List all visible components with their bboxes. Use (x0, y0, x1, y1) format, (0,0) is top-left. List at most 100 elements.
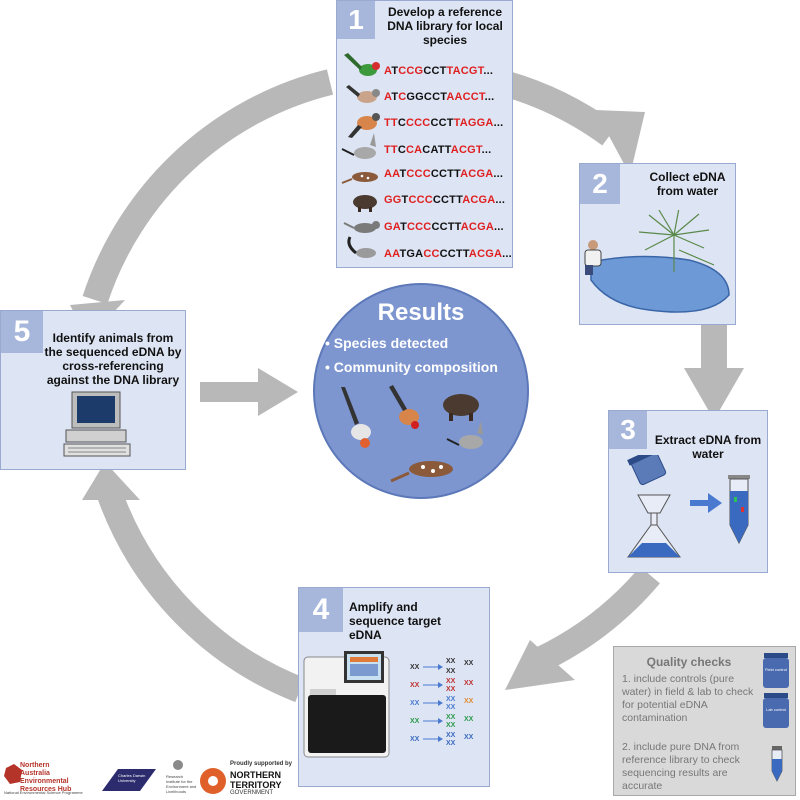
person-sampling-icon (584, 240, 602, 275)
sequence-row: ATCCGCCTTACGT... (384, 65, 493, 77)
lab-control-label: Lab control (766, 707, 786, 712)
bilby-icon (446, 421, 483, 449)
sequence-fragment: C (398, 65, 407, 77)
step-5-title: Identify animals from the sequenced eDNA… (44, 331, 182, 387)
sequence-fragment: TA (446, 65, 461, 77)
quoll-icon (341, 172, 378, 184)
arrow-5-to-results-head (258, 368, 298, 416)
lab-control-jar-icon: Lab control (763, 693, 789, 728)
sequence-fragment: GA (478, 194, 496, 206)
sequence-fragment: T (399, 168, 407, 180)
panel-step-1: 1 Develop a reference DNA library for lo… (336, 0, 513, 268)
svg-text:XX: XX (446, 704, 456, 711)
parrot-icon (344, 53, 380, 76)
sequence-fragment: GG (406, 91, 424, 103)
arc-5-to-1 (82, 69, 334, 305)
svg-text:XX: XX (410, 682, 420, 689)
sequence-fragment: ... (495, 194, 506, 206)
nt-supported-text: Proudly supported by (230, 761, 293, 767)
sequence-fragment: GG (384, 194, 402, 206)
sequence-fragment: GA (485, 248, 503, 260)
arrow-right-icon (690, 493, 722, 513)
sequence-fragment: TAGGA (453, 117, 494, 129)
sequence-row: AATGACCCCTTACGA... (384, 248, 512, 260)
cat-icon (343, 221, 380, 233)
step-1-title: Develop a reference DNA library for loca… (387, 5, 503, 47)
nesp-logo-text: Northern Australia Environmental Resourc… (20, 762, 72, 793)
field-control-jar-icon: Field control (763, 653, 789, 688)
sequence-fragment: C (397, 144, 406, 156)
field-control-label: Field control (765, 667, 787, 672)
svg-text:XX: XX (446, 722, 456, 729)
quality-check-item: 1. include controls (pure water) in fiel… (622, 673, 754, 724)
step-4-title: Amplify and sequence target eDNA (349, 600, 442, 642)
sequence-fragment: CCC (408, 194, 433, 206)
sequence-fragment: AACCT (446, 91, 485, 103)
svg-text:XX: XX (464, 680, 474, 687)
pig-icon (353, 195, 377, 212)
sequence-fragment: CCTT (439, 248, 469, 260)
computer-icon (63, 391, 131, 457)
step-5-number: 5 (1, 311, 43, 353)
sequence-row: ATCGGCCTAACCT... (384, 91, 494, 103)
sequence-row: AATCCCCCTTACGA... (384, 168, 503, 180)
svg-text:XX: XX (446, 696, 456, 703)
step-1-number: 1 (337, 1, 375, 39)
sequence-fragment: GA (384, 221, 401, 233)
sequence-row: TTCCCCCCTTAGGA... (384, 117, 503, 129)
sequence-fragment: CCC (406, 168, 431, 180)
sequence-fragment: CCTT (430, 168, 461, 180)
cdu-logo (102, 769, 156, 791)
svg-text:XX: XX (446, 714, 456, 721)
sequence-fragment: T (391, 91, 399, 103)
sample-jar-icon (627, 455, 667, 486)
pig-icon (443, 394, 479, 421)
results-species-illustration (341, 385, 483, 483)
sequence-fragment: AC (468, 248, 486, 260)
svg-text:XX: XX (446, 686, 456, 693)
water-pool-icon (590, 255, 730, 313)
sequence-fragment: CCT (423, 65, 447, 77)
quality-checks-box: Quality checks 1. include controls (pure… (613, 646, 796, 796)
rirl-logo-text: Research Institute for the Environment a… (166, 774, 197, 794)
sequence-fragment: CCTT (432, 194, 463, 206)
nesp-logo (4, 764, 22, 784)
nt-logo-icon (200, 768, 226, 794)
svg-text:XX: XX (464, 716, 474, 723)
sequence-fragment: AA (384, 248, 400, 260)
sequence-fragment: AC (460, 168, 477, 180)
sequence-fragment: AA (384, 168, 400, 180)
step-2-number: 2 (580, 164, 620, 204)
sequence-fragment: T (391, 65, 399, 77)
sequence-fragment: CGT (460, 65, 484, 77)
nt-logo-gov: GOVERNMENT (230, 790, 274, 796)
arrowhead-to-2 (595, 110, 645, 175)
sequence-fragment: A (384, 91, 392, 103)
sequence-fragment: ... (493, 221, 504, 233)
nt-logo-name: NORTHERN TERRITORY (230, 770, 282, 790)
species-icons (341, 53, 380, 258)
orange-bird-icon (348, 113, 380, 138)
sequence-fragment: ... (493, 168, 504, 180)
svg-text:XX: XX (410, 718, 420, 725)
sequence-fragment: C (397, 117, 406, 129)
svg-text:XX: XX (410, 700, 420, 707)
svg-text:XX: XX (446, 732, 456, 739)
test-tube-icon (728, 475, 750, 545)
control-vials-illustration: Field control Lab control (763, 653, 789, 782)
sequence-fragment: AC (460, 221, 478, 233)
sequence-fragment: A (384, 65, 392, 77)
arc-1-to-2 (496, 69, 618, 146)
step-2-title: Collect eDNA from water (649, 170, 726, 198)
sequence-fragment: GT (467, 144, 482, 156)
sequence-fragment: CA (406, 144, 423, 156)
bilby-icon (341, 133, 376, 159)
svg-text:XX: XX (410, 664, 420, 671)
arrowhead-to-5 (82, 462, 140, 500)
arc-4-to-5 (97, 490, 305, 703)
sequence-fragment: CCT (430, 117, 454, 129)
filter-flask-icon (627, 494, 681, 558)
svg-text:XX: XX (410, 736, 420, 743)
arc-3-to-4 (534, 566, 660, 672)
pandanus-tree-icon (638, 210, 715, 272)
